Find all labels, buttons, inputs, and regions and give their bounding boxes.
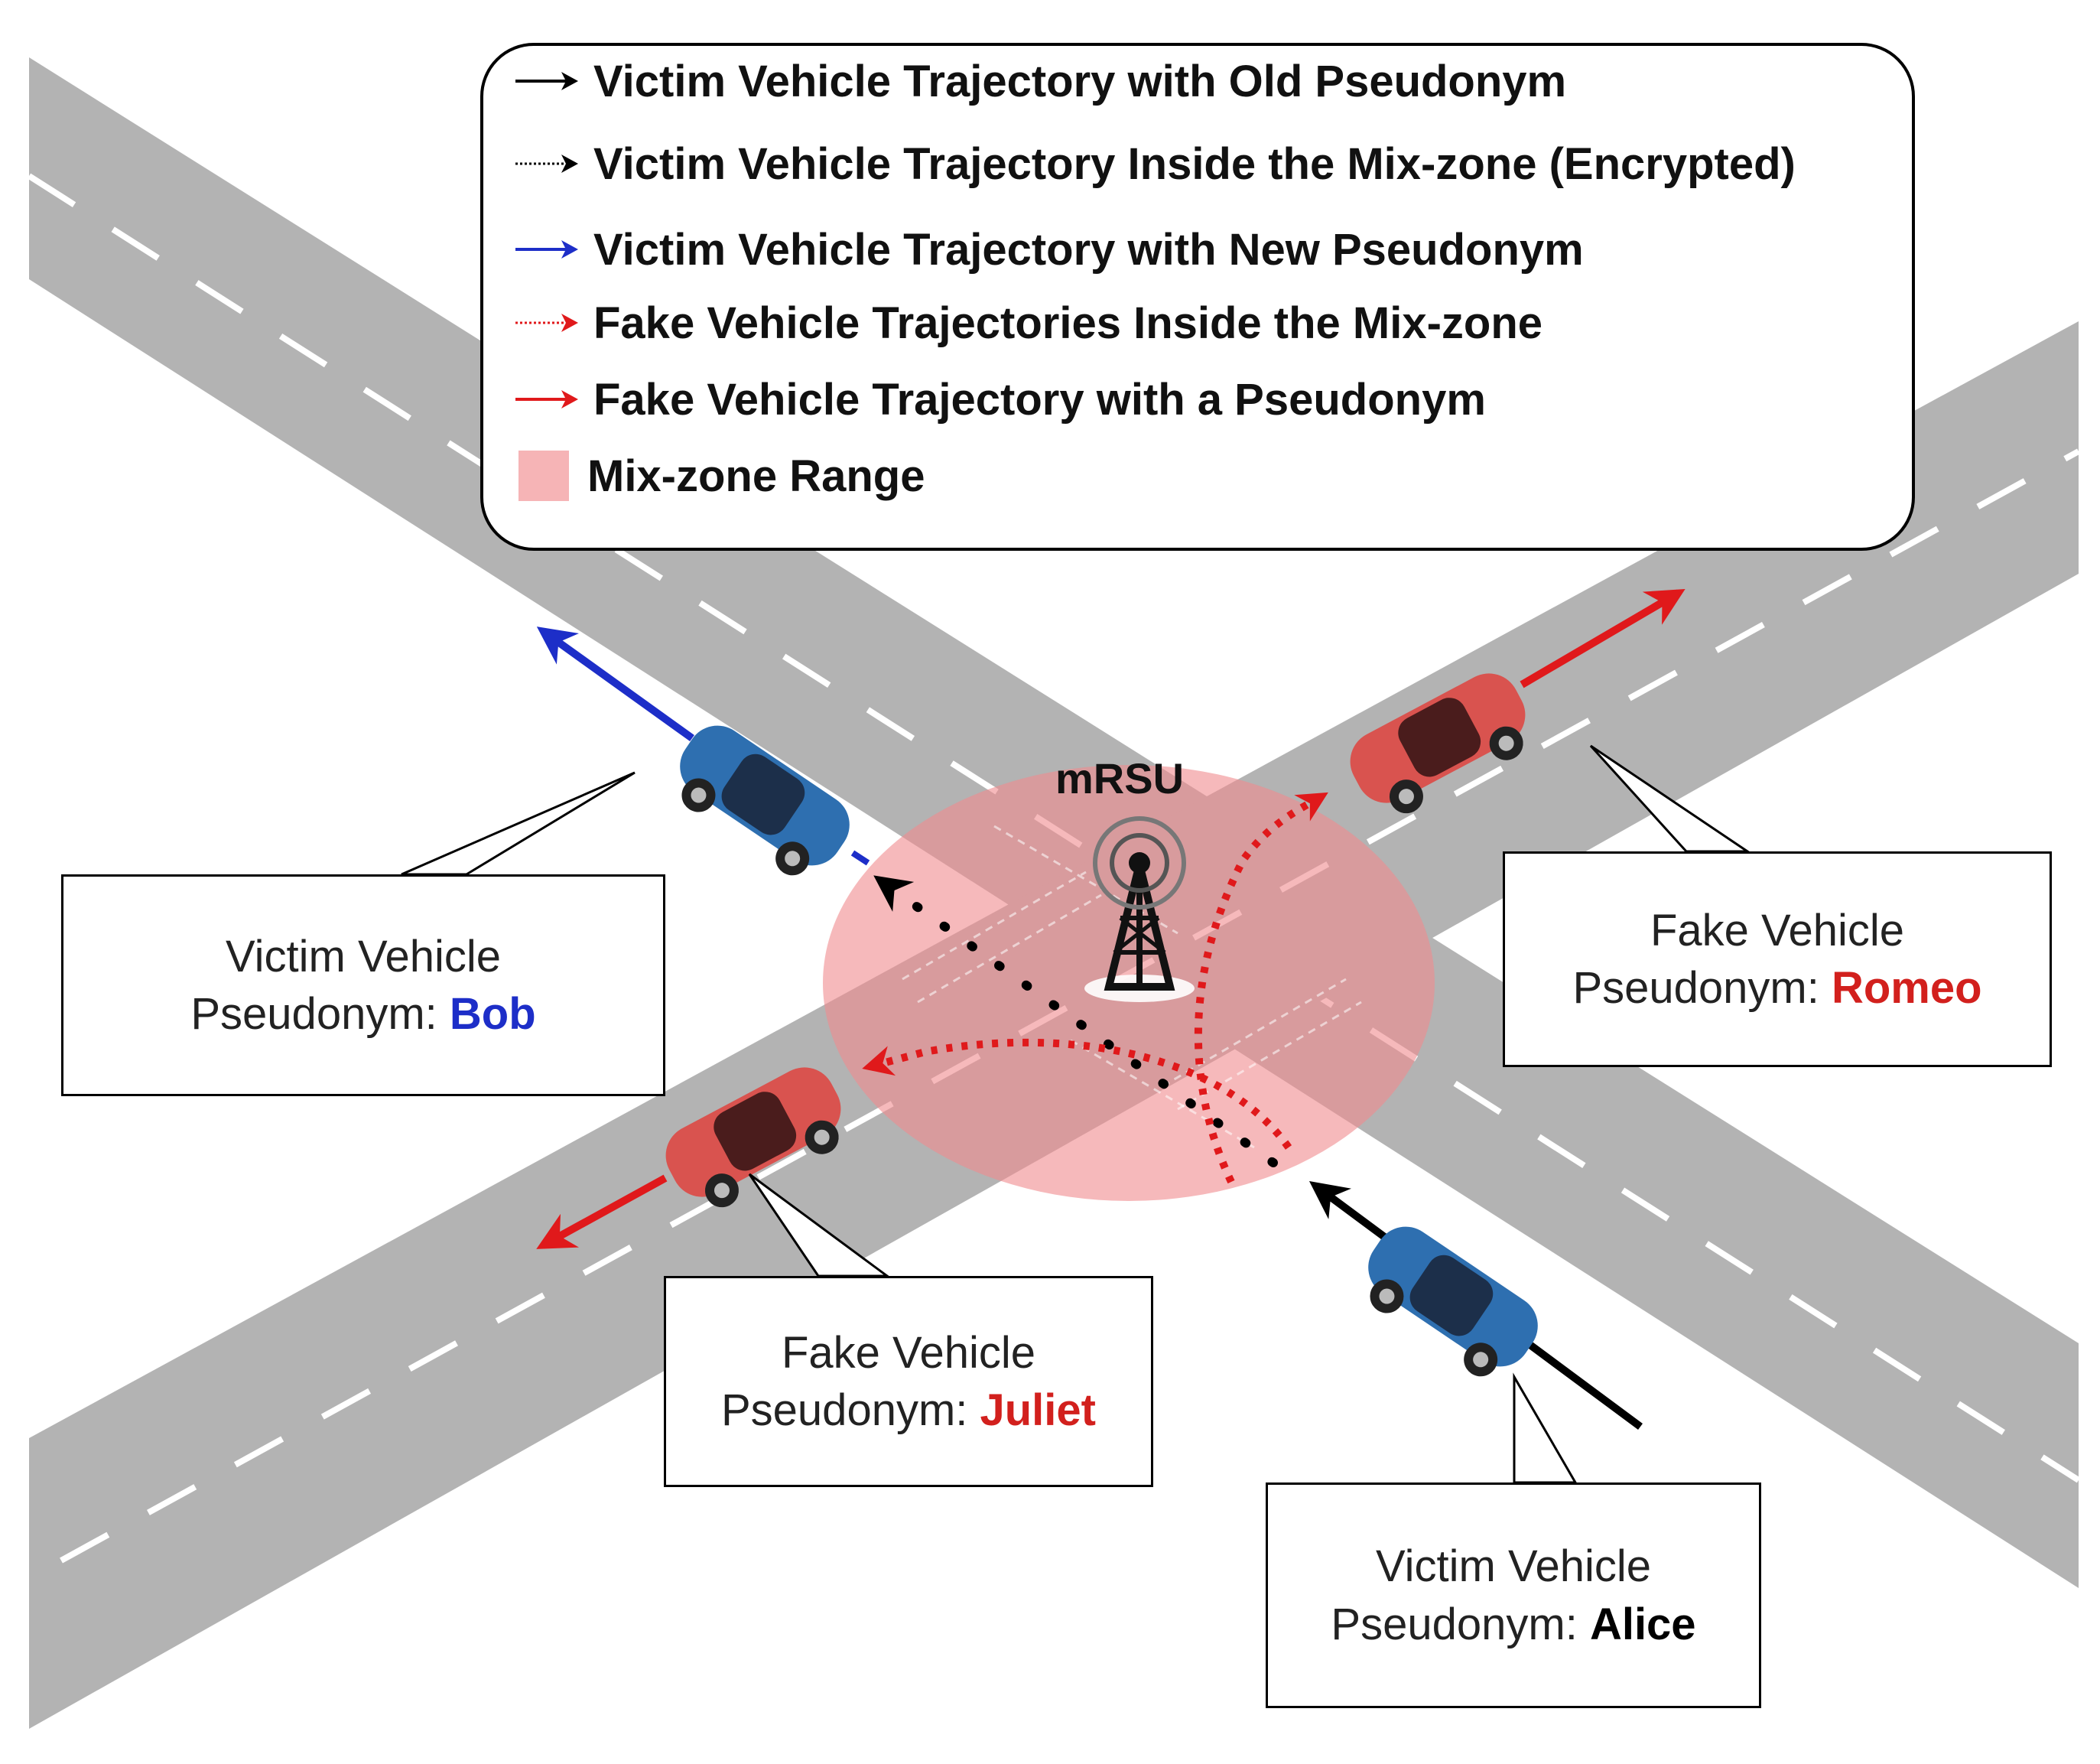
callout-prefix: Pseudonym: bbox=[190, 989, 450, 1039]
legend: Victim Vehicle Trajectory with Old Pseud… bbox=[480, 43, 1915, 551]
legend-item-new-pseudonym: Victim Vehicle Trajectory with New Pseud… bbox=[514, 219, 1584, 280]
legend-label: Fake Vehicle Trajectories Inside the Mix… bbox=[593, 298, 1543, 348]
callout-prefix: Pseudonym: bbox=[1331, 1599, 1590, 1649]
legend-item-encrypted: Victim Vehicle Trajectory Inside the Mix… bbox=[514, 133, 1796, 194]
romeo-mixzone-trajectory bbox=[1194, 792, 1328, 1184]
legend-label: Fake Vehicle Trajectory with a Pseudonym bbox=[593, 374, 1486, 425]
alice-encrypted-trajectory bbox=[873, 875, 1278, 1167]
bob-callout-pointer bbox=[401, 771, 636, 876]
romeo-pseudonym-trajectory bbox=[1520, 588, 1686, 688]
callout-title: Victim Vehicle bbox=[1376, 1541, 1651, 1592]
alice-callout-pointer bbox=[1513, 1372, 1578, 1484]
mix-zone-swatch bbox=[518, 451, 569, 501]
juliet-car-icon bbox=[665, 1067, 841, 1208]
bob-car-icon bbox=[680, 725, 850, 876]
legend-item-old-pseudonym: Victim Vehicle Trajectory with Old Pseud… bbox=[514, 50, 1566, 112]
legend-label: Mix-zone Range bbox=[587, 451, 925, 501]
legend-label: Victim Vehicle Trajectory Inside the Mix… bbox=[593, 138, 1796, 189]
callout-title: Fake Vehicle bbox=[1650, 905, 1905, 955]
bob-new-trajectory bbox=[536, 627, 694, 742]
legend-label: Victim Vehicle Trajectory with New Pseud… bbox=[593, 224, 1584, 275]
callout-pseudonym: Pseudonym: Romeo bbox=[1505, 959, 2050, 1017]
pseudonym-name: Alice bbox=[1589, 1599, 1696, 1649]
juliet-pseudonym-trajectory bbox=[536, 1174, 668, 1249]
pseudonym-name: Romeo bbox=[1831, 963, 1982, 1013]
solid-black-arrow-icon bbox=[515, 72, 578, 90]
bob-short-segment bbox=[850, 850, 870, 866]
callout-title: Fake Vehicle bbox=[781, 1327, 1036, 1378]
solid-red-arrow-icon bbox=[515, 390, 578, 408]
legend-label: Victim Vehicle Trajectory with Old Pseud… bbox=[593, 56, 1567, 106]
solid-blue-arrow-icon bbox=[515, 240, 578, 259]
callout-prefix: Pseudonym: bbox=[1572, 963, 1832, 1013]
callout-juliet: Fake Vehicle Pseudonym: Juliet bbox=[664, 1276, 1153, 1487]
pseudonym-name: Bob bbox=[449, 989, 536, 1039]
callout-pseudonym: Pseudonym: Bob bbox=[63, 985, 663, 1043]
callout-alice: Victim Vehicle Pseudonym: Alice bbox=[1266, 1482, 1761, 1708]
legend-item-fake-mixzone: Fake Vehicle Trajectories Inside the Mix… bbox=[514, 292, 1542, 353]
callout-bob: Victim Vehicle Pseudonym: Bob bbox=[61, 874, 665, 1096]
mrsu-tower-icon bbox=[1084, 816, 1195, 1002]
legend-item-fake-pseudonym: Fake Vehicle Trajectory with a Pseudonym bbox=[514, 369, 1486, 430]
callout-prefix: Pseudonym: bbox=[720, 1385, 980, 1435]
dotted-red-arrow-icon bbox=[515, 314, 578, 332]
juliet-mixzone-trajectory bbox=[862, 1038, 1292, 1150]
callout-pseudonym: Pseudonym: Juliet bbox=[666, 1382, 1151, 1439]
mrsu-label: mRSU bbox=[1055, 754, 1185, 802]
pseudonym-name: Juliet bbox=[980, 1385, 1097, 1435]
legend-item-mixzone-range: Mix-zone Range bbox=[514, 445, 925, 506]
callout-title: Victim Vehicle bbox=[226, 931, 501, 981]
callout-romeo: Fake Vehicle Pseudonym: Romeo bbox=[1503, 851, 2052, 1067]
alice-car-icon bbox=[1368, 1226, 1538, 1377]
dotted-black-arrow-icon bbox=[515, 155, 578, 173]
callout-pseudonym: Pseudonym: Alice bbox=[1268, 1596, 1759, 1653]
romeo-car-icon bbox=[1350, 673, 1526, 814]
